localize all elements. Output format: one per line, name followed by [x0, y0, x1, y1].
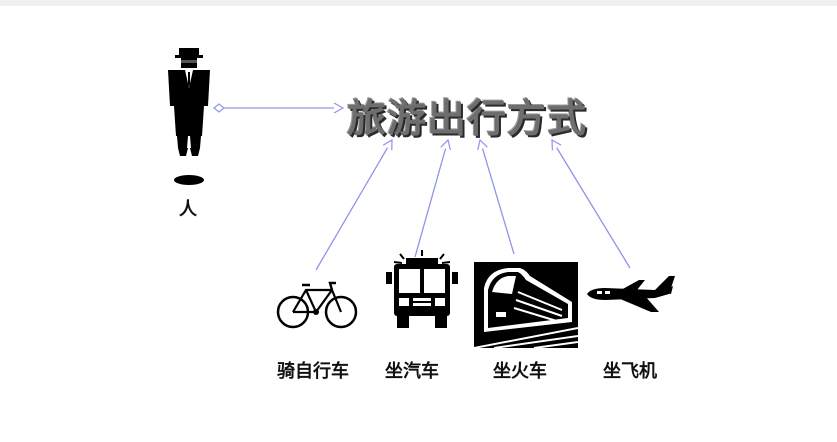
airplane-arrow — [551, 138, 631, 269]
person-icon — [168, 48, 210, 185]
bicycle-arrow — [315, 138, 393, 271]
top-bar — [0, 0, 837, 6]
mode-label-train: 坐火车 — [493, 361, 547, 382]
bus-arrow — [414, 138, 451, 258]
airplane-icon — [587, 276, 675, 312]
train-icon — [474, 262, 578, 348]
person-label: 人 — [179, 199, 197, 220]
diagram-title: 旅游出行方式 — [347, 97, 588, 142]
mode-label-airplane: 坐飞机 — [603, 361, 657, 382]
mode-label-bicycle: 骑自行车 — [277, 361, 349, 382]
fire-truck-icon — [386, 250, 458, 328]
mode-label-bus: 坐汽车 — [385, 361, 439, 382]
bicycle-icon — [276, 281, 358, 329]
train-arrow — [477, 138, 515, 255]
